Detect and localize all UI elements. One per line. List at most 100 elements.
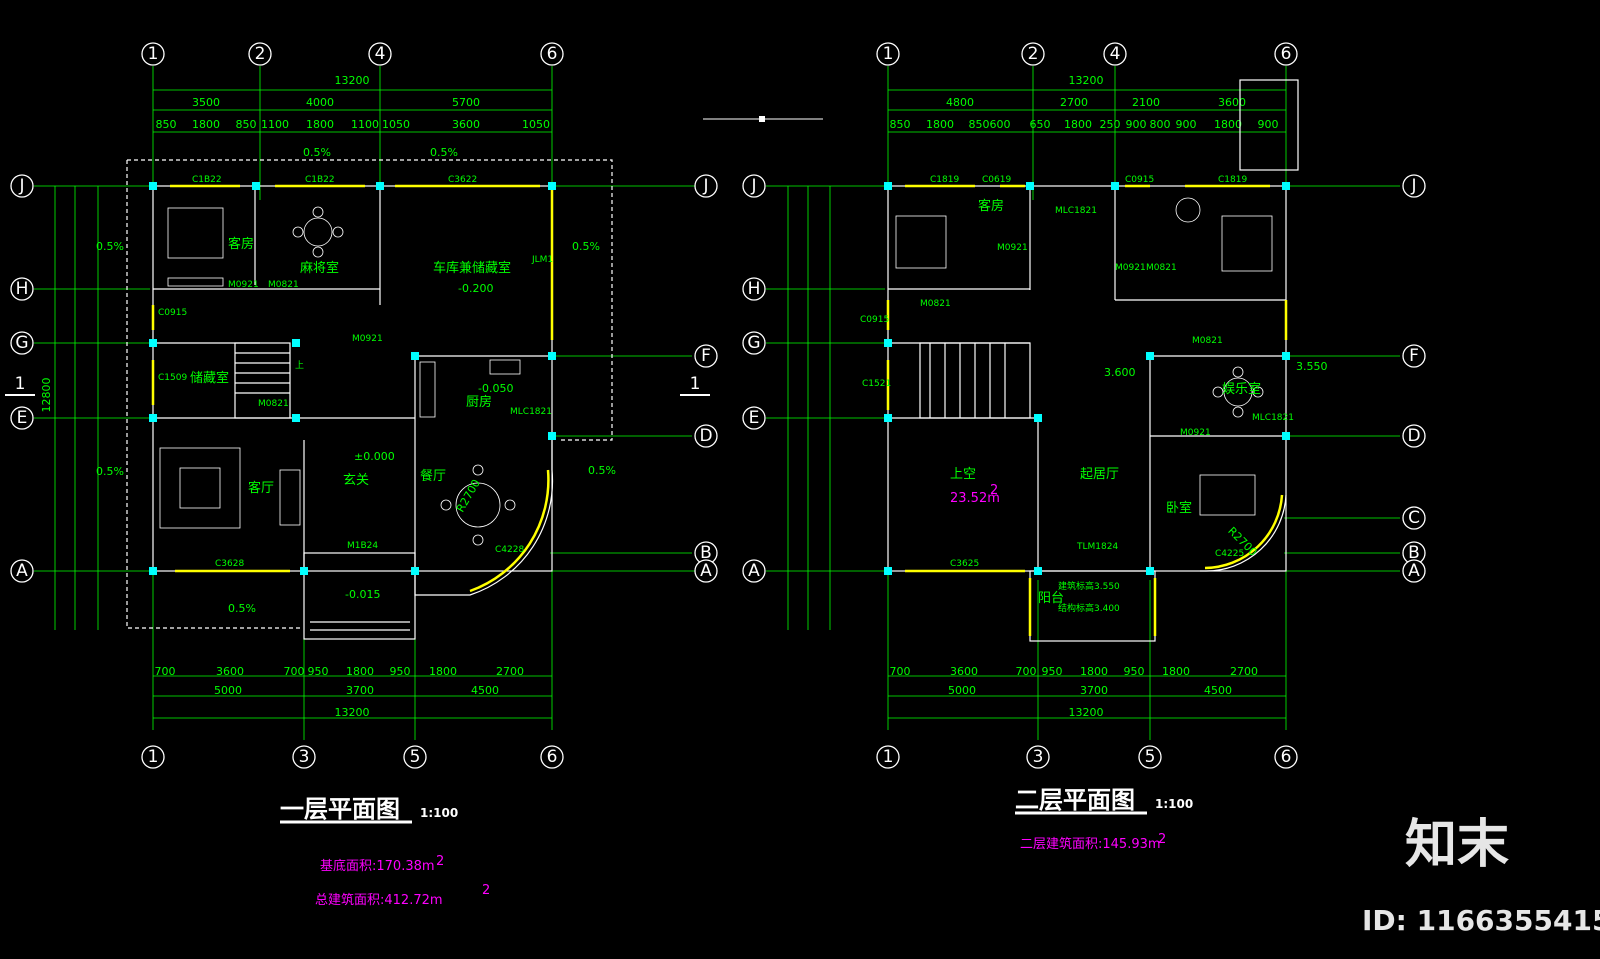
plan1-dim-t2-0: 850 <box>156 118 177 131</box>
plan1-tag-0: C1B22 <box>192 175 222 185</box>
plan1-tag-9: M0821 <box>258 399 289 409</box>
plan1-level-2: ±0.000 <box>354 450 395 463</box>
plan2-dim-b2-2: 4500 <box>1204 684 1232 697</box>
plan2-dim-t1-1: 2700 <box>1060 96 1088 109</box>
plan1-room-garage: 车库兼储藏室 <box>433 260 511 276</box>
plan1-stair-up: 上 <box>295 360 304 371</box>
plan1-axis-b3: 3 <box>299 747 310 767</box>
plan1-room-foyer: 玄关 <box>343 473 369 488</box>
plan1-axis-b1: 1 <box>148 747 159 767</box>
plan1-axis-b6: 6 <box>547 747 558 767</box>
plan2-title: 二层平面图 <box>1015 786 1135 814</box>
plan2-dims-bottom: 700 3600 700 950 1800 950 1800 2700 5000… <box>888 665 1286 719</box>
plan1-slope-3: 0.5% <box>572 240 600 253</box>
plan2-dim-t2-6: 250 <box>1100 118 1121 131</box>
plan1-dim-t2-1: 1800 <box>192 118 220 131</box>
plan2-balcony-level-1: 结构标高3.400 <box>1058 602 1120 614</box>
plan2-dim-b1-7: 2700 <box>1230 665 1258 678</box>
plan1-dim-t2-6: 1050 <box>382 118 410 131</box>
plan1-site-boundary <box>127 159 613 441</box>
plan1-dim-b1-1: 3600 <box>216 665 244 678</box>
plan2-axis-rJ: J <box>1410 176 1416 196</box>
plan2-tag-9: C0915 <box>860 315 889 325</box>
plan1-axis-bottom: 1 3 5 6 <box>141 745 564 769</box>
plan1-room-labels: 客房 麻将室 车库兼储藏室 储藏室 客厅 玄关 餐厅 厨房 <box>190 236 511 496</box>
plan2-balcony-level-0: 建筑标高3.550 <box>1058 580 1120 592</box>
plan2-dim-t2-11: 900 <box>1258 118 1279 131</box>
plan1-slope-5: 0.5% <box>588 464 616 477</box>
plan2-tag-11: M0821 <box>1192 336 1223 346</box>
plan1-tag-6: C0915 <box>158 308 187 318</box>
plan2-dim-b2-1: 3700 <box>1080 684 1108 697</box>
plan2-void-area-sup: 2 <box>990 483 998 498</box>
plan2-dim-t2-3: 600 <box>990 118 1011 131</box>
plan2-axis-6: 6 <box>1281 44 1292 64</box>
plan2-room-recreation: 娱乐室 <box>1222 381 1261 397</box>
plan2-axis-H: H <box>748 279 761 299</box>
plan1-level-1: -0.050 <box>478 382 513 395</box>
plan2-room-void: 上空 <box>950 467 976 482</box>
plan2-axis-rC: C <box>1408 508 1420 528</box>
plan2-tag-10: C1521 <box>862 379 891 389</box>
plan1-scale: 1:100 <box>420 806 458 820</box>
watermark-logo: 知末 <box>1405 815 1509 875</box>
plan1-tag-13: C4228 <box>495 545 524 555</box>
plan1-dims-bottom: 700 3600 700 950 1800 950 1800 2700 5000… <box>153 665 552 719</box>
watermark-id: ID: 1166355415 <box>1362 904 1600 937</box>
plan1-dim-t2-4: 1800 <box>306 118 334 131</box>
plan1-axis-b5: 5 <box>410 747 421 767</box>
plan1-level-3: -0.015 <box>345 588 380 601</box>
plan1-total-area-sup: 2 <box>482 883 490 898</box>
plan2-tag-7: M0821 <box>1146 263 1177 273</box>
plan1-total-width: 13200 <box>335 74 370 87</box>
plan1-title: 一层平面图 <box>280 795 400 823</box>
plan2-dim-t2-4: 650 <box>1030 118 1051 131</box>
plan2-room-balcony: 阳台 <box>1038 591 1064 606</box>
plan1-columns <box>149 182 556 575</box>
plan2-tag-2: MLC1821 <box>1055 206 1097 216</box>
plan1-dim-t2-2: 850 <box>236 118 257 131</box>
plan1-dim-b-total: 13200 <box>335 706 370 719</box>
plan2-opening-tags: C1819 C0619 MLC1821 C0915 C1819 M0921 M0… <box>860 175 1294 569</box>
plan1-tag-10: MLC1821 <box>510 407 552 417</box>
plan2-dim-t2-0: 850 <box>890 118 911 131</box>
plan1-dim-b1-4: 1800 <box>346 665 374 678</box>
plan1-tag-2: C3622 <box>448 175 477 185</box>
plan1-dim-b2-0: 5000 <box>214 684 242 697</box>
plan2-axis-rB: B <box>1408 543 1420 563</box>
plan2-dim-t1-3: 3600 <box>1218 96 1246 109</box>
plan2-dims-left <box>787 186 831 630</box>
plan2-dim-t2-7: 900 <box>1126 118 1147 131</box>
plan2-dim-t2-5: 1800 <box>1064 118 1092 131</box>
plan2-axis-rD: D <box>1407 426 1420 446</box>
plan2-dim-b2-0: 5000 <box>948 684 976 697</box>
plan1-section-mark-left: 1 <box>15 374 26 394</box>
plan2-floor-plan: 1 2 4 6 1 3 5 6 J H G E A J <box>742 42 1426 852</box>
plan1-level-0: -0.200 <box>458 282 493 295</box>
plan1-dims-top: 13200 3500 4000 5700 850 1800 850 1100 1… <box>153 74 552 133</box>
plan1-axis-6: 6 <box>547 44 558 64</box>
plan1-tag-11: M1B24 <box>347 541 378 551</box>
plan1-axis-4: 4 <box>375 44 386 64</box>
plan1-slope-4: 0.5% <box>96 465 124 478</box>
plan2-axis-b5: 5 <box>1145 747 1156 767</box>
plan2-dim-t2-1: 1800 <box>926 118 954 131</box>
plan1-dim-b2-1: 3700 <box>346 684 374 697</box>
plan1-axis-rB: B <box>700 543 712 563</box>
plan1-dim-t2-8: 1050 <box>522 118 550 131</box>
plan2-tag-0: C1819 <box>930 175 959 185</box>
plan1-dim-b1-3: 950 <box>308 665 329 678</box>
plan1-dim-b1-7: 2700 <box>496 665 524 678</box>
plan2-dim-t2-10: 1800 <box>1214 118 1242 131</box>
plan1-site-boundary-left <box>126 160 300 629</box>
plan1-dim-t2-5: 1100 <box>351 118 379 131</box>
plan1-stair: 上 <box>234 342 304 419</box>
plan1-tag-1: C1B22 <box>305 175 335 185</box>
plan1-room-guest: 客房 <box>228 236 254 252</box>
plan2-dim-b1-4: 1800 <box>1080 665 1108 678</box>
plan2-room-family: 起居厅 <box>1080 467 1119 482</box>
plan1-axis-J: J <box>18 176 24 196</box>
plan2-tag-15: C3625 <box>950 559 979 569</box>
plan1-room-storage: 储藏室 <box>190 370 229 386</box>
